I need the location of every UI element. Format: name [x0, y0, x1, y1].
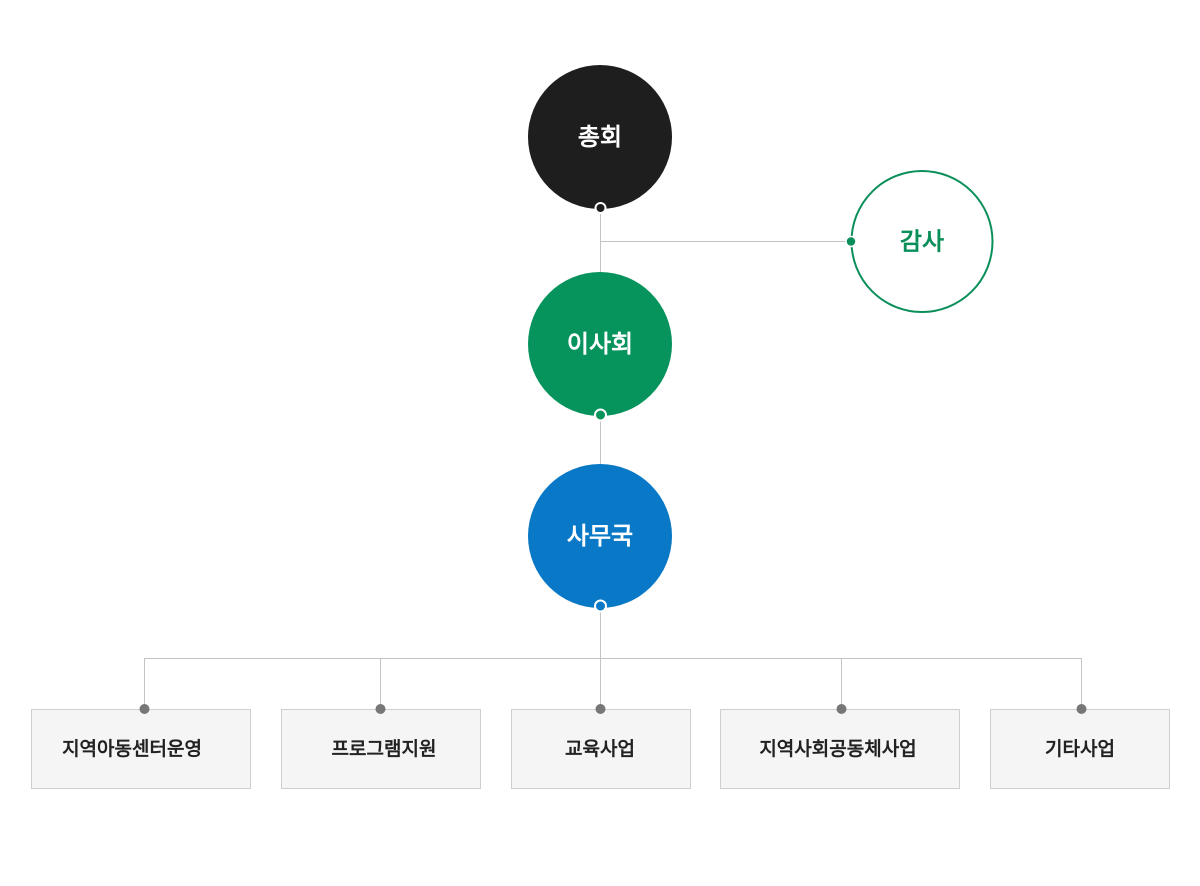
secretariat-connector-dot: [594, 599, 607, 613]
general-assembly-connector-dot: [594, 202, 607, 214]
department-3[interactable]: 교육사업: [511, 704, 691, 789]
department-3-dot: [595, 704, 606, 714]
secretariat-label: 사무국: [567, 522, 633, 550]
department-4-box: [720, 709, 960, 789]
department-1-dot: [139, 704, 150, 714]
department-1-label: 지역아동센터운영: [62, 738, 202, 760]
department-3-box: [511, 709, 691, 789]
board-circle: [528, 272, 672, 416]
board-label: 이사회: [567, 330, 633, 358]
audit-label: 감사: [900, 228, 944, 256]
department-5-box: [990, 709, 1170, 789]
department-4-label: 지역사회공동체사업: [759, 738, 916, 760]
board-connector-dot: [594, 408, 607, 422]
node-secretariat[interactable]: 사무국: [528, 464, 672, 613]
department-2-box: [281, 709, 481, 789]
department-5[interactable]: 기타사업: [990, 704, 1170, 789]
general-assembly-circle: [528, 65, 672, 209]
node-audit[interactable]: 감사: [845, 170, 994, 313]
department-4[interactable]: 지역사회공동체사업: [720, 704, 960, 789]
department-1[interactable]: 지역아동센터운영: [31, 704, 251, 789]
audit-connector-dot: [845, 235, 857, 248]
department-2[interactable]: 프로그램지원: [281, 704, 481, 789]
department-1-box: [31, 709, 251, 789]
department-2-dot: [375, 704, 386, 714]
general-assembly-label: 총회: [578, 123, 622, 151]
node-general-assembly[interactable]: 총회: [528, 65, 672, 214]
node-board[interactable]: 이사회: [528, 272, 672, 422]
department-3-label: 교육사업: [565, 738, 635, 760]
department-2-label: 프로그램지원: [332, 738, 437, 760]
department-5-label: 기타사업: [1045, 738, 1115, 760]
department-5-dot: [1076, 704, 1087, 714]
secretariat-circle: [528, 464, 672, 608]
department-4-dot: [836, 704, 847, 714]
connectors: [144, 208, 1082, 709]
